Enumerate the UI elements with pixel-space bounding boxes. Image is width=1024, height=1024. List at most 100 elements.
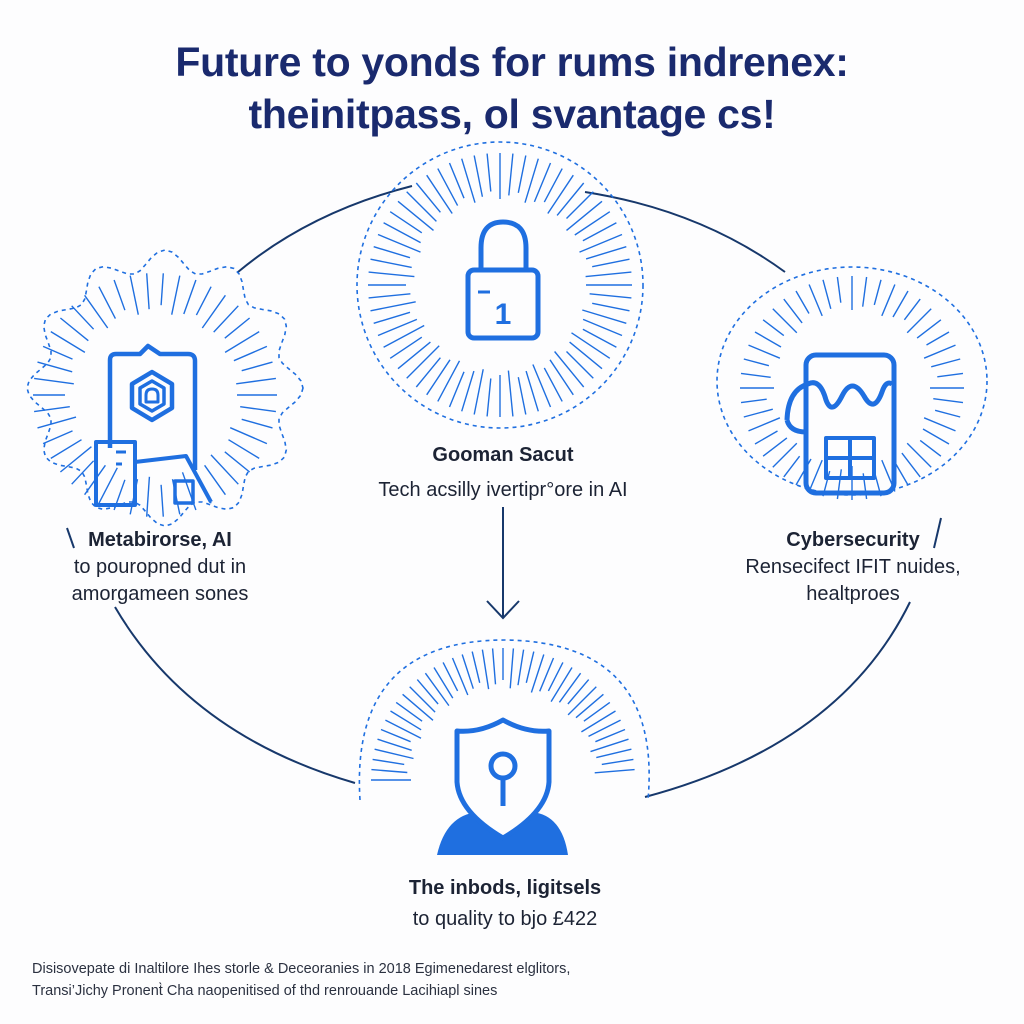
burst-top-ray: [473, 155, 484, 197]
card-lower-rail: [134, 454, 213, 503]
footer-note: Disisovepate di Inaltilore Ihes storle &…: [32, 958, 992, 1002]
device-body: [803, 352, 897, 496]
burst-top-ray: [473, 369, 484, 415]
burst-left-ray: [129, 275, 139, 315]
burst-right-ray: [754, 430, 778, 445]
burst-top-ray: [508, 153, 514, 196]
burst-left-ray: [229, 427, 268, 445]
burst-top-ray: [543, 168, 563, 203]
burst-right-ray: [808, 459, 823, 492]
padlock-number: 1: [495, 298, 512, 331]
burst-right-ray: [762, 319, 785, 337]
burst-right-ray: [923, 344, 956, 359]
connector-left-bottom: [114, 606, 356, 784]
burst-bottom-ray: [395, 701, 423, 722]
arrow-head-down-icon: [486, 600, 520, 620]
burst-top-ray: [383, 222, 421, 244]
burst-top-ray: [556, 182, 585, 216]
burst-top-ray: [486, 153, 492, 192]
outline-top: [356, 141, 644, 429]
burst-top-ray: [426, 174, 453, 214]
burst-right-ray: [894, 462, 909, 486]
connector-top-right: [584, 191, 786, 273]
burst-left-ray: [241, 418, 273, 429]
node-top-text: Tech acsilly ivertipr°ore in AI: [378, 479, 628, 501]
burst-top-ray: [368, 271, 415, 278]
node-left-label: Metabirorse, AI to pouropned dut in amor…: [40, 527, 280, 608]
burst-right-ray: [743, 358, 770, 367]
burst-top-ray: [589, 293, 632, 299]
burst-bottom-ray: [539, 657, 555, 692]
burst-right-ray: [903, 298, 921, 321]
burst-top-ray: [532, 364, 552, 408]
burst-bottom-ray: [517, 649, 525, 686]
burst-bottom-ray: [567, 679, 590, 705]
burst-top-ray: [574, 211, 611, 236]
burst-right-ray: [937, 372, 964, 378]
burst-bottom-ray: [377, 738, 412, 751]
burst-right-ray: [892, 290, 909, 318]
burst-right-ray: [934, 409, 961, 418]
burst-top: [368, 153, 632, 417]
burst-bottom-ray: [402, 693, 434, 721]
burst-bottom-ray: [416, 679, 439, 705]
padlock-icon: 1: [465, 219, 541, 341]
burst-bottom-ray: [374, 748, 414, 760]
burst-left-ray: [37, 416, 77, 429]
burst-left-ray: [84, 294, 109, 329]
card-hex-lock: [144, 387, 160, 404]
burst-right-ray: [748, 344, 781, 359]
padlock-body: [465, 267, 541, 341]
burst-top-ray: [517, 377, 527, 415]
burst-top-ray: [370, 258, 412, 269]
burst-top-ray: [507, 370, 514, 417]
page-title-line-2: theinitpass, ol svantage cs!: [248, 91, 776, 137]
burst-top-ray: [554, 351, 585, 388]
burst-bottom-ray: [372, 758, 405, 766]
burst-top-ray: [582, 309, 627, 324]
burst-right-ray: [906, 308, 932, 334]
burst-right-ray: [873, 279, 882, 306]
burst-top-ray: [437, 360, 461, 402]
burst-top-ray: [592, 258, 630, 268]
burst-top-ray: [582, 328, 617, 348]
burst-right-ray: [836, 276, 842, 303]
burst-left-ray: [195, 286, 212, 316]
burst-left: [33, 273, 277, 517]
burst-right-ray: [748, 417, 781, 432]
burst-bottom-ray: [442, 662, 459, 692]
burst-top-ray: [389, 211, 423, 234]
burst-top-ray: [592, 302, 630, 312]
node-bottom-label: The inbods, ligitsels to quality to bjo …: [340, 875, 670, 933]
burst-left-ray: [236, 377, 276, 385]
burst-right-ray: [862, 276, 868, 307]
burst-bottom-ray: [547, 662, 564, 692]
burst-top-ray: [571, 332, 611, 359]
burst-top-ray: [525, 370, 539, 412]
burst-bottom-ray: [380, 728, 411, 743]
card-slot: [173, 479, 195, 505]
burst-left-ray: [98, 467, 118, 504]
burst-bottom-ray: [530, 654, 545, 693]
burst-left-ray: [171, 275, 181, 315]
burst-top-ray: [373, 311, 411, 324]
burst-top-ray: [377, 318, 418, 337]
burst-bottom: [371, 648, 635, 781]
burst-top-ray: [415, 182, 441, 213]
burst-left-ray: [71, 305, 95, 330]
burst-right-ray: [822, 279, 832, 309]
burst-bottom-ray: [590, 738, 629, 753]
burst-right-ray: [740, 398, 767, 404]
burst-left-ray: [50, 439, 82, 459]
burst-top-ray: [524, 158, 539, 203]
burst-left-ray: [98, 286, 117, 319]
burst-left-ray: [213, 305, 239, 333]
burst-bottom-ray: [575, 693, 604, 719]
burst-right-ray: [931, 358, 961, 368]
burst-left-ray: [59, 446, 92, 473]
burst-top-ray: [448, 371, 465, 408]
burst-bottom-ray: [601, 758, 634, 766]
burst-bottom-ray: [567, 686, 597, 716]
burst-top-ray: [569, 341, 603, 370]
device-wave: [784, 380, 894, 421]
